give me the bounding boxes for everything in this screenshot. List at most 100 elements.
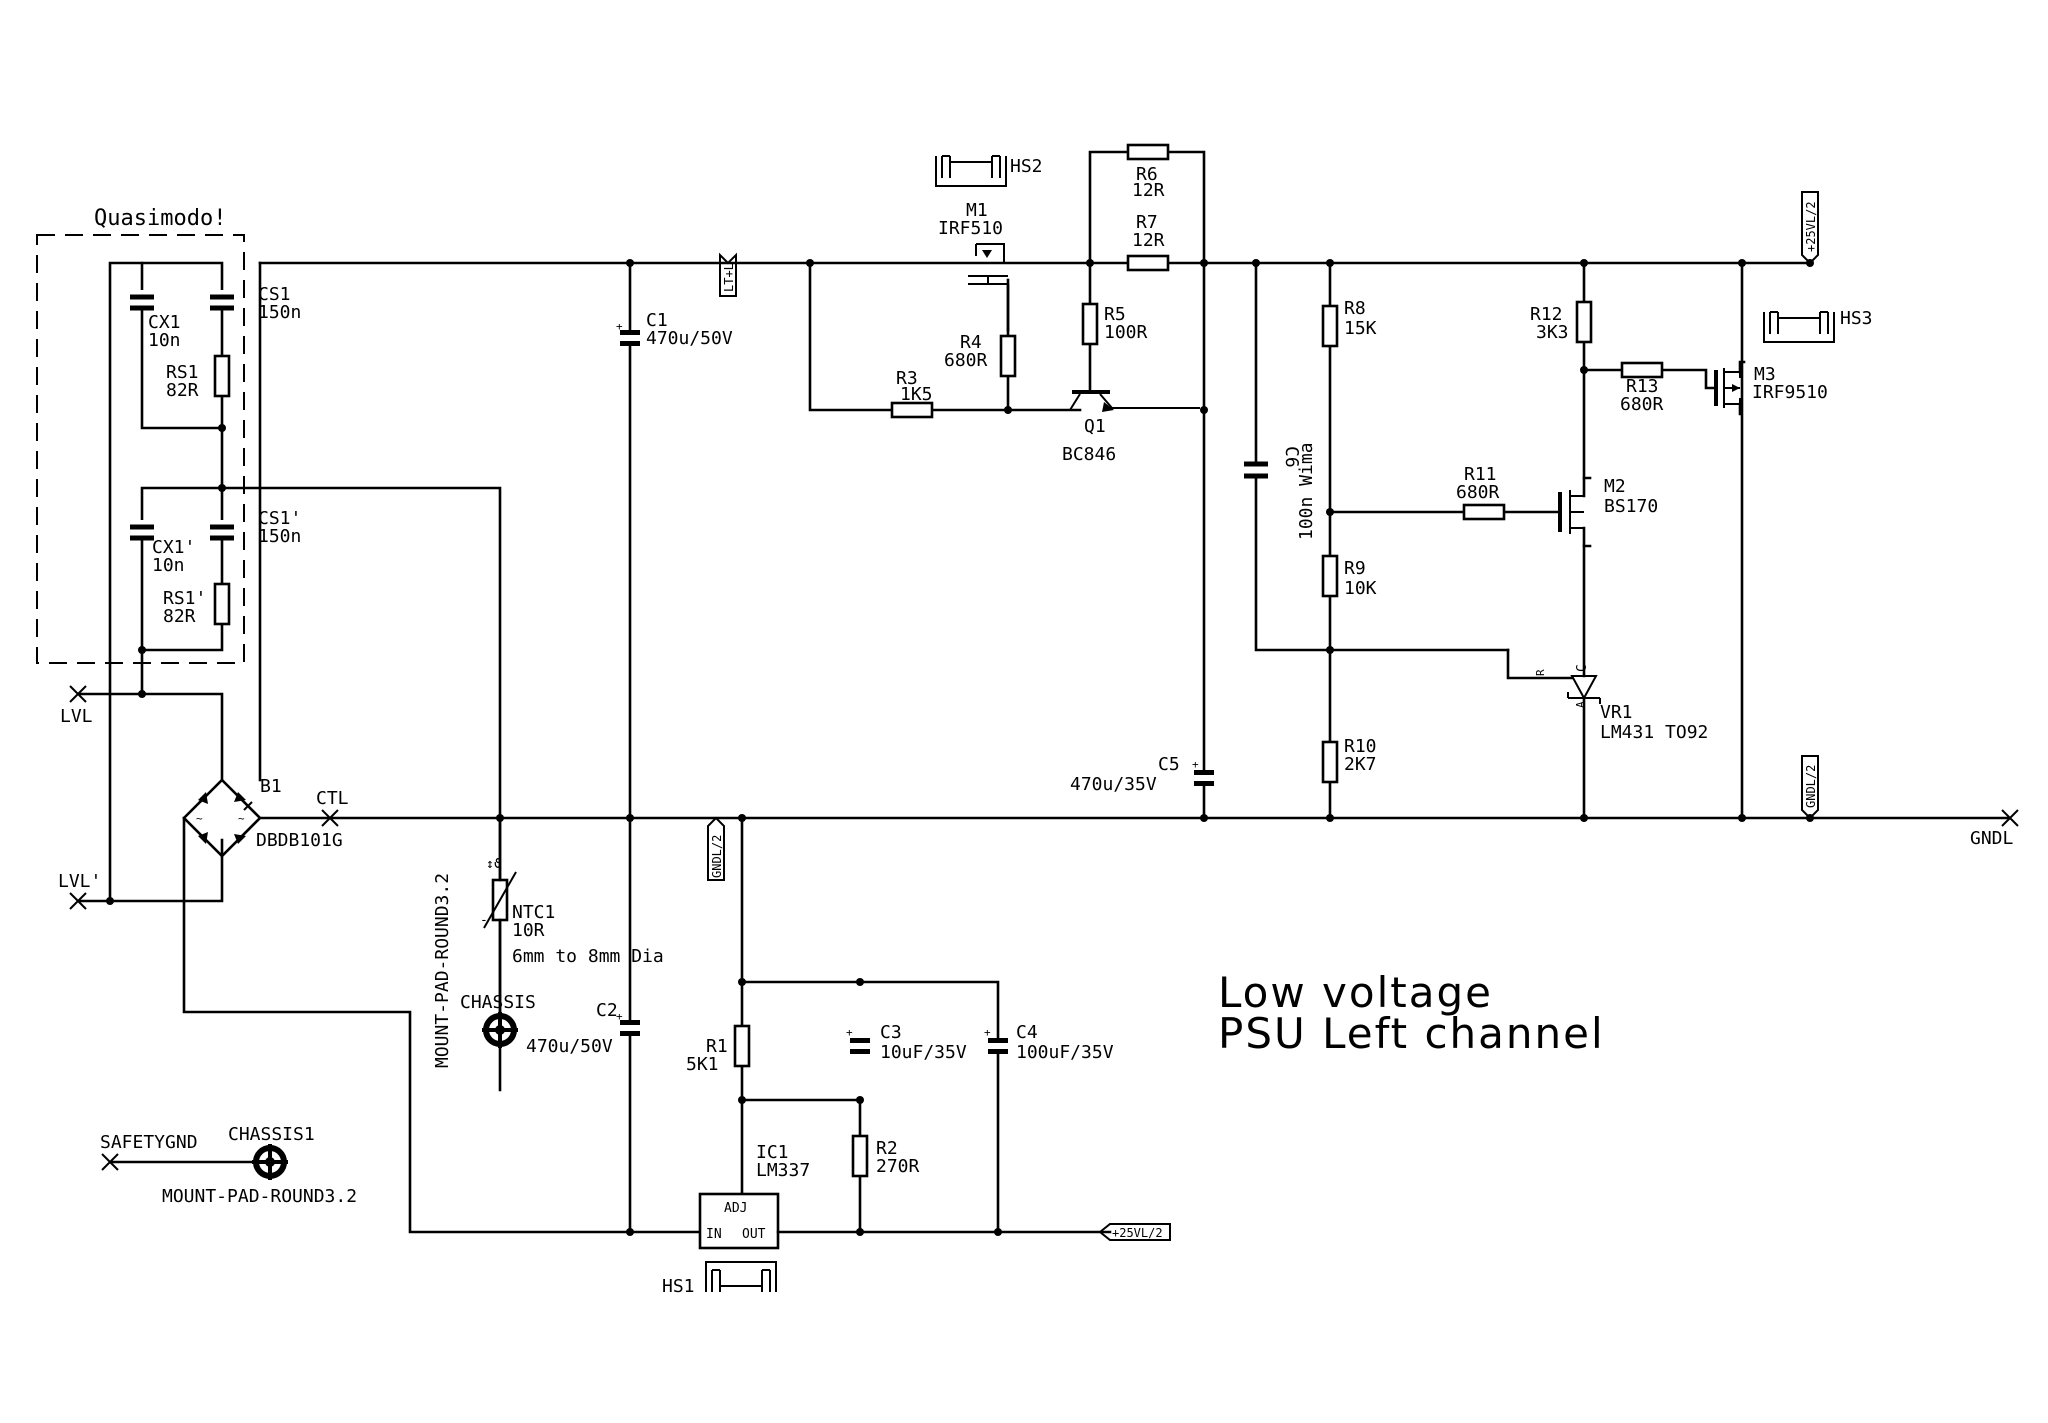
cs1-ref: CS1	[258, 284, 291, 305]
c1-ref: C1	[646, 310, 668, 331]
b1-value: DBDB101G	[256, 830, 343, 851]
shunt-regulator-vr1: R A C VR1 LM431 TO92	[1506, 648, 1708, 743]
resistor-r5: R5 100R	[1081, 302, 1148, 346]
net-ctl: CTL	[316, 788, 349, 827]
r8-value: 15K	[1344, 318, 1377, 339]
ic1-value: LM337	[756, 1160, 810, 1181]
title-line-2: PSU Left channel	[1218, 1009, 1605, 1058]
snubber-group: Quasimodo! CX1 10n RS1 82R CX1'	[36, 206, 245, 664]
mosfet-m2: M2 BS170	[1558, 476, 1658, 548]
rs1p-ref: RS1'	[163, 588, 206, 609]
rs1p-value: 82R	[163, 606, 196, 627]
mount-pad-chassis: CHASSIS MOUNT-PAD-ROUND3.2	[432, 873, 536, 1068]
heatsink-hs2: HS2	[935, 155, 1043, 187]
regulator-ic1: ADJ IN OUT IC1 LM337	[698, 1142, 810, 1250]
svg-text:+: +	[984, 1026, 991, 1039]
r5-value: 100R	[1104, 322, 1148, 343]
m1-ref: M1	[966, 200, 988, 221]
r12-ref: R12	[1530, 304, 1563, 325]
chassis-pkg: MOUNT-PAD-ROUND3.2	[432, 873, 453, 1068]
capacitor-c1: + C1 470u/50V	[616, 261, 733, 820]
c4-ref: C4	[1016, 1022, 1038, 1043]
capacitor-cs1p-symbol	[210, 520, 234, 541]
vr1-ref: VR1	[1600, 702, 1633, 723]
r13-value: 680R	[1620, 394, 1664, 415]
m3-ref: M3	[1754, 364, 1776, 385]
flag-25vl2-top: +25VL/2	[1801, 191, 1819, 265]
hs2-ref: HS2	[1010, 156, 1043, 177]
thermistor-ntc1: ↕ϑ - NTC1 10R 6mm to 8mm Dia	[480, 857, 664, 967]
capacitor-c5: + C5 470u/35V	[1070, 754, 1214, 795]
ic1-pin-in: IN	[706, 1227, 722, 1242]
resistor-r7: R7 12R	[1126, 212, 1170, 272]
r8-ref: R8	[1344, 298, 1366, 319]
title-line-1: Low voltage	[1218, 968, 1493, 1017]
b1-ref: B1	[260, 776, 282, 797]
heatsink-hs1: HS1	[662, 1261, 777, 1297]
resistor-r8: R8 15K	[1321, 298, 1377, 348]
svg-text:+: +	[616, 320, 623, 333]
flag-ltl: LT+L	[719, 252, 737, 297]
svg-text:~: ~	[238, 812, 245, 825]
resistor-r13: R13 680R	[1620, 361, 1664, 415]
r2-value: 270R	[876, 1156, 920, 1177]
net-lvl2-label: LVL'	[58, 871, 101, 892]
q1-value: BC846	[1062, 444, 1116, 465]
r10-value: 2K7	[1344, 754, 1377, 775]
r11-ref: R11	[1464, 464, 1497, 485]
c6-ref: C6	[1281, 446, 1302, 468]
r5-ref: R5	[1104, 304, 1126, 325]
capacitor-cx1: CX1 10n	[130, 290, 181, 351]
flag-gndl2-mid-label: GNDL/2	[710, 835, 724, 878]
resistor-r1: R1 5K1	[686, 1024, 751, 1075]
chassis1-pkg: MOUNT-PAD-ROUND3.2	[162, 1186, 357, 1207]
r7-ref: R7	[1136, 212, 1158, 233]
cx1p-value: 10n	[152, 555, 185, 576]
cs1p-ref: CS1'	[258, 508, 301, 529]
r10-ref: R10	[1344, 736, 1377, 757]
hs1-ref: HS1	[662, 1276, 695, 1297]
capacitor-cx1p: CX1' 10n	[130, 520, 195, 576]
m1-value: IRF510	[938, 218, 1003, 239]
vr1-pin-r: R	[1534, 669, 1547, 676]
m2-value: BS170	[1604, 496, 1658, 517]
r6-value: 12R	[1132, 180, 1165, 201]
flag-gndl2-mid: GNDL/2	[707, 816, 725, 881]
group-label: Quasimodo!	[94, 206, 226, 231]
c2-ref: C2	[596, 1000, 618, 1021]
net-safetygnd-label: SAFETYGND	[100, 1132, 198, 1153]
ic1-pin-adj: ADJ	[724, 1201, 747, 1216]
bridge-rectifier-b1: ~ ~ B1 DBDB101G	[182, 776, 343, 858]
flag-25vl2-bottom-label: +25VL/2	[1112, 1226, 1163, 1240]
mount-pad-chassis1: CHASSIS1 MOUNT-PAD-ROUND3.2	[162, 1124, 357, 1207]
vr1-value: LM431 TO92	[1600, 722, 1708, 743]
r1-value: 5K1	[686, 1054, 719, 1075]
ic1-ref: IC1	[756, 1142, 789, 1163]
resistor-r11: R11 680R	[1456, 464, 1506, 521]
q1-ref: Q1	[1084, 416, 1106, 437]
vr1-pin-a: A	[1574, 701, 1587, 708]
resistor-r12: R12 3K3	[1530, 300, 1593, 344]
cx1-value: 10n	[148, 330, 181, 351]
r3-value: 1K5	[900, 384, 933, 405]
net-lvl-label: LVL	[60, 706, 93, 727]
heatsink-hs3: HS3	[1763, 308, 1873, 343]
net-gndl: GNDL	[1970, 809, 2019, 849]
r4-ref: R4	[960, 332, 982, 353]
c5-value: 470u/35V	[1070, 774, 1157, 795]
capacitor-c6: C6 100n Wima	[1244, 442, 1317, 540]
svg-text:-: -	[480, 913, 488, 928]
ntc1-value: 10R	[512, 920, 545, 941]
chassis1-ref: CHASSIS1	[228, 1124, 315, 1145]
resistor-rs1: RS1 82R	[166, 354, 231, 401]
c1-value: 470u/50V	[646, 328, 733, 349]
svg-text:+: +	[616, 1010, 623, 1023]
resistor-rs1p: RS1' 82R	[163, 582, 231, 627]
group-box	[36, 234, 245, 664]
mosfet-m3: M3 IRF9510	[1714, 364, 1828, 408]
rs1-value: 82R	[166, 380, 199, 401]
vr1-pin-c: C	[1575, 664, 1590, 672]
resistor-r10: R10 2K7	[1321, 736, 1377, 784]
m3-value: IRF9510	[1752, 382, 1828, 403]
resistor-r9: R9 10K	[1321, 554, 1377, 599]
